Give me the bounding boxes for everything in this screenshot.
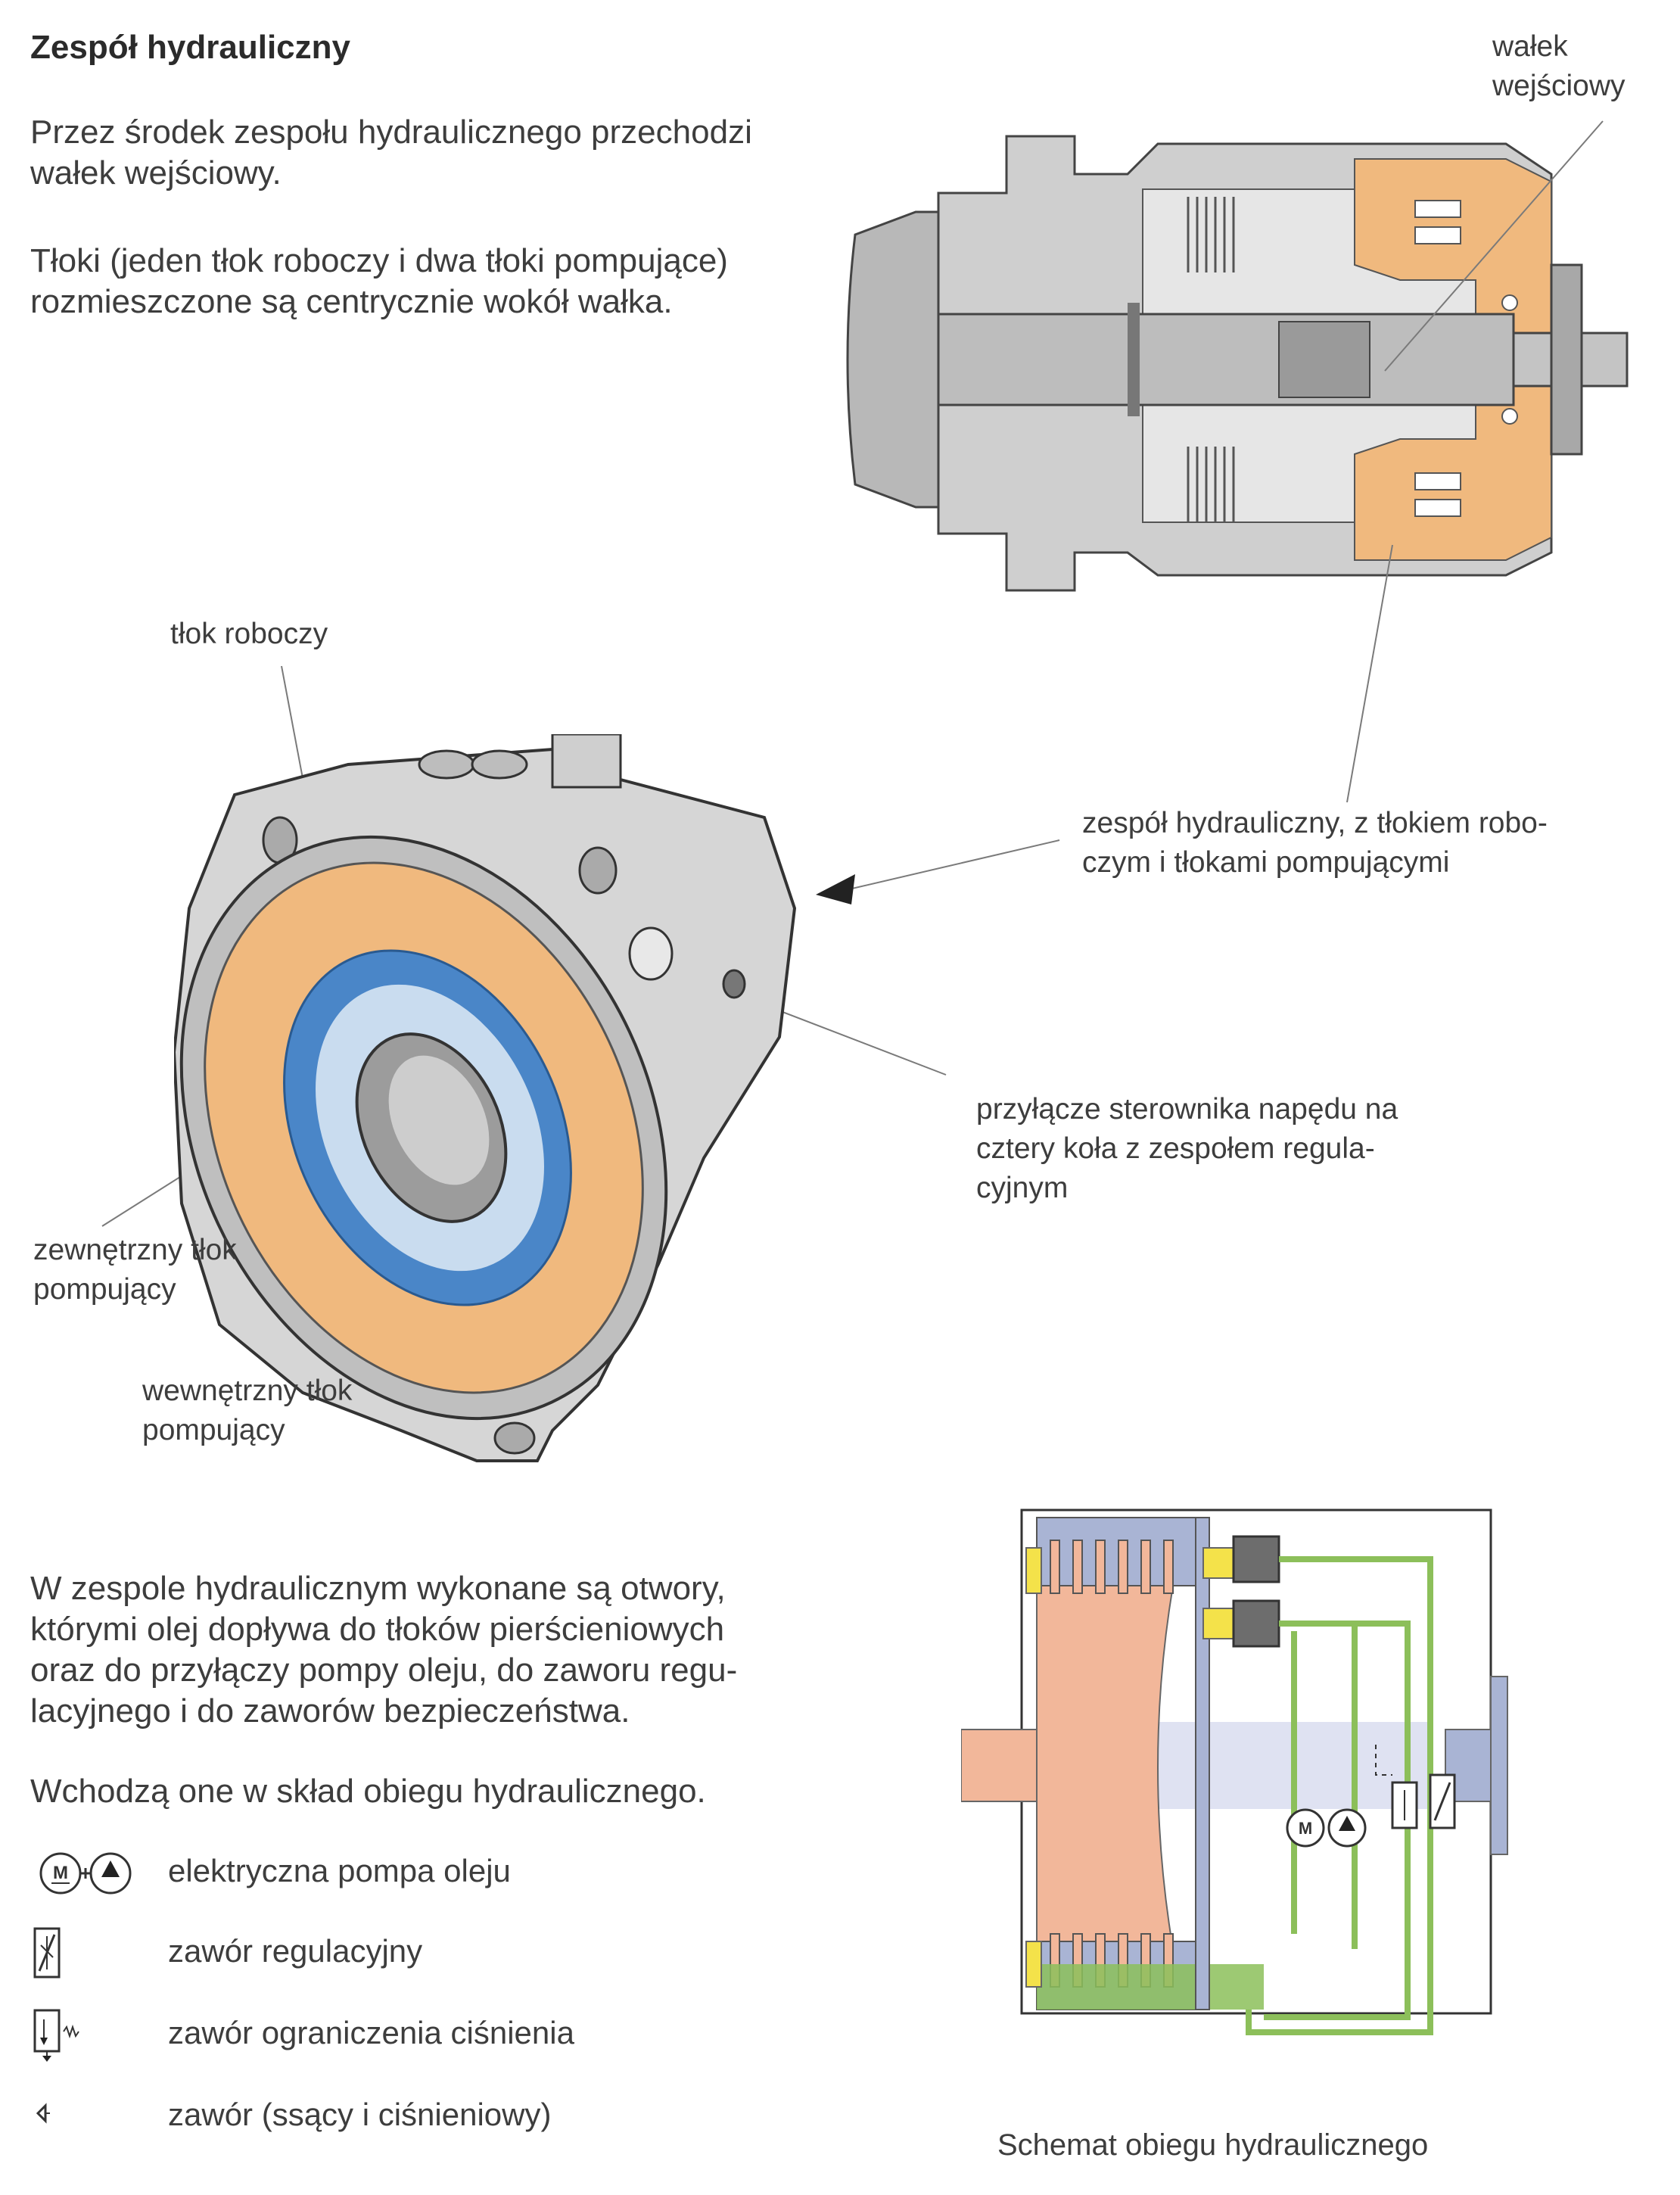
bores-line: W zespole hydraulicznym wykonane są otwo… (30, 1570, 726, 1607)
bores-line: oraz do przyłączy pompy oleju, do zaworu… (30, 1652, 738, 1689)
inner-pump-piston-label: wewnętrzny tłok pompujący (142, 1371, 352, 1450)
controller-connector-label-line: cyjnym (976, 1172, 1069, 1204)
hydraulic-circuit-diagram: M (961, 1508, 1508, 2035)
input-shaft-label-line: wejściowy (1492, 70, 1626, 102)
inner-pump-piston-label-line: pompujący (142, 1414, 285, 1446)
input-shaft-label-line: wałek (1492, 30, 1568, 63)
cross-section-illustration (846, 135, 1629, 592)
legend-text: zawór ograniczenia ciśnienia (168, 2015, 574, 2050)
control-valve-icon (33, 1927, 61, 1979)
outer-pump-piston-label-line: zewnętrzny tłok (33, 1234, 237, 1266)
legend-item-check-valve: zawór (ssący i ciśnieniowy) (30, 2091, 787, 2144)
intro-line: wałek wejściowy. (30, 154, 282, 191)
electric-pump-icon: M (39, 1852, 132, 1895)
circuit-paragraph: Wchodzą one w skład obiegu hydrauliczneg… (30, 1773, 706, 1810)
input-shaft-label: wałek wejściowy (1492, 27, 1626, 106)
inner-pump-piston-label-line: wewnętrzny tłok (142, 1375, 353, 1407)
controller-connector-label-line: przyłącze sterownika napędu na (976, 1093, 1398, 1126)
legend-item-relief-valve: zawór ograniczenia ciśnienia (30, 2009, 787, 2062)
svg-text:M: M (53, 1863, 68, 1883)
pistons-line: Tłoki (jeden tłok roboczy i dwa tłoki po… (30, 242, 728, 279)
legend-text: zawór (ssący i ciśnieniowy) (168, 2097, 552, 2132)
hydraulic-unit-label: zespół hydrauliczny, z tłokiem robo- czy… (1082, 804, 1548, 883)
outer-pump-piston-label-line: pompujący (33, 1273, 176, 1306)
intro-paragraph: Przez środek zespołu hydraulicznego prze… (30, 112, 817, 194)
controller-connector-label-line: cztery koła z zespołem regula- (976, 1132, 1375, 1165)
legend-text: zawór regulacyjny (168, 1933, 423, 1969)
pistons-line: rozmieszczone są centrycznie wokół wałka… (30, 283, 673, 320)
bores-paragraph: W zespole hydraulicznym wykonane są otwo… (30, 1568, 832, 1732)
diagram-caption: Schemat obiegu hydraulicznego (997, 2128, 1429, 2162)
controller-connector-label: przyłącze sterownika napędu na cztery ko… (976, 1090, 1398, 1208)
pressure-relief-valve-icon (33, 2009, 79, 2062)
page-title: Zespół hydrauliczny (30, 29, 350, 66)
legend-text: elektryczna pompa oleju (168, 1853, 511, 1888)
outer-pump-piston-label: zewnętrzny tłok pompujący (33, 1231, 237, 1309)
hydraulic-unit-label-line: zespół hydrauliczny, z tłokiem robo- (1082, 807, 1548, 839)
working-piston-label: tłok roboczy (170, 618, 328, 650)
pistons-paragraph: Tłoki (jeden tłok roboczy i dwa tłoki po… (30, 241, 832, 322)
hydraulic-unit-illustration (174, 734, 797, 1462)
bores-line: którymi olej dopływa do tłoków pierścien… (30, 1611, 725, 1648)
hydraulic-unit-label-line: czym i tłokami pompującymi (1082, 846, 1450, 879)
svg-text:M: M (1299, 1819, 1312, 1838)
bores-line: lacyjnego i do zaworów bezpieczeństwa. (30, 1692, 630, 1730)
legend-item-control-valve: zawór regulacyjny (30, 1927, 787, 1980)
check-valve-icon (36, 2103, 50, 2124)
intro-line: Przez środek zespołu hydraulicznego prze… (30, 114, 752, 151)
legend-item-pump: M elektryczna pompa oleju (30, 1847, 787, 1900)
